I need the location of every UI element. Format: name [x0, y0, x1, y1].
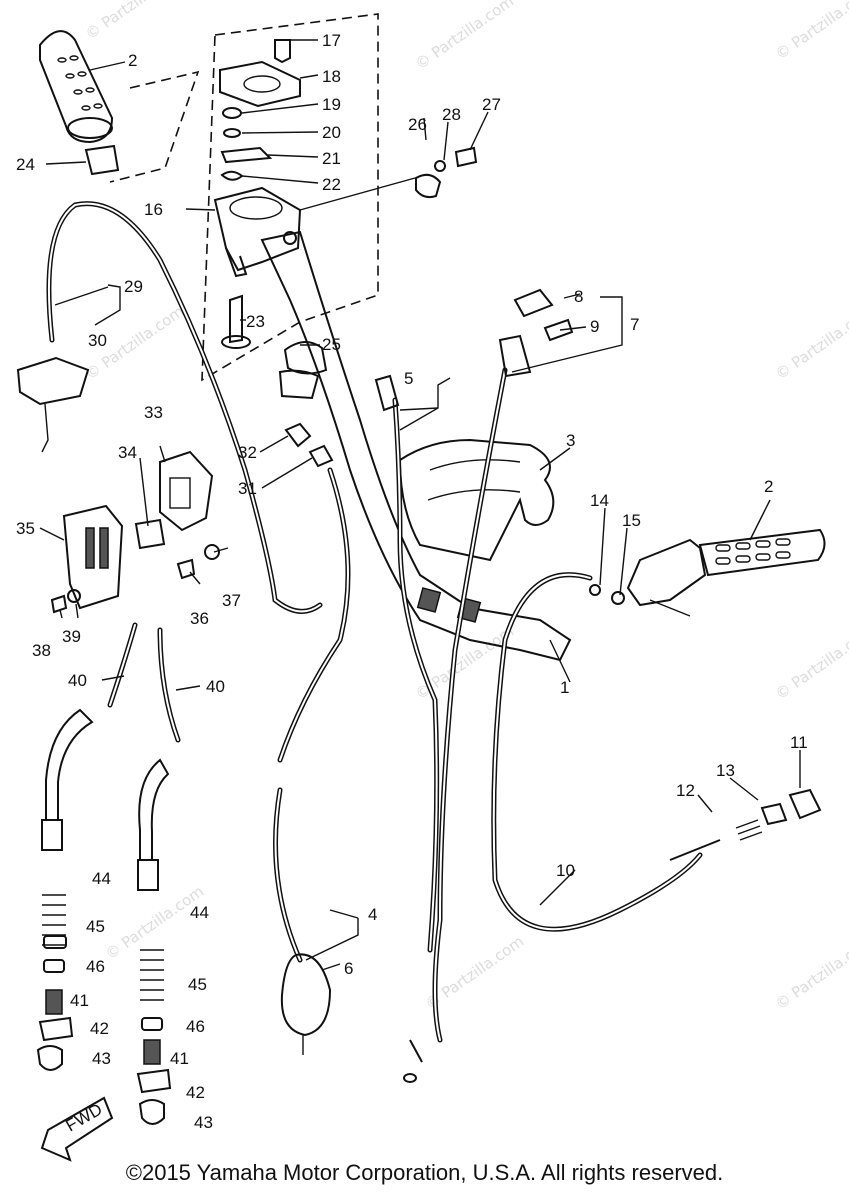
- callout-46: 46: [186, 1017, 205, 1036]
- watermark: © Partzilla.com: [412, 0, 517, 73]
- callout-3: 3: [566, 431, 575, 450]
- callout-6: 6: [344, 959, 353, 978]
- callout-39: 39: [62, 627, 81, 646]
- callout-2: 2: [764, 477, 773, 496]
- callout-10: 10: [556, 861, 575, 880]
- callout-13: 13: [716, 761, 735, 780]
- callout-37: 37: [222, 591, 241, 610]
- callout-labels: 1 2 2 3 4 5 6 7 8 9 10 11 12 13 14 15 16…: [16, 31, 808, 1132]
- callout-27: 27: [482, 95, 501, 114]
- callout-38: 38: [32, 641, 51, 660]
- watermark: © Partzilla.com: [772, 302, 849, 383]
- watermark: © Partzilla.com: [772, 0, 849, 63]
- callout-20: 20: [322, 123, 341, 142]
- lever-parts: [415, 146, 478, 199]
- callout-41: 41: [170, 1049, 189, 1068]
- callout-1: 1: [560, 678, 569, 697]
- callout-23: 23: [246, 312, 265, 331]
- watermark: © Partzilla.com: [772, 622, 849, 703]
- callout-41: 41: [70, 991, 89, 1010]
- callout-46: 46: [86, 957, 105, 976]
- callout-9: 9: [590, 317, 599, 336]
- callout-2: 2: [128, 51, 137, 70]
- callout-11: 11: [790, 733, 808, 752]
- callout-4: 4: [368, 905, 377, 924]
- callout-24: 24: [16, 155, 35, 174]
- callout-26: 26: [408, 115, 427, 134]
- callout-17: 17: [322, 31, 341, 50]
- callout-28: 28: [442, 105, 461, 124]
- callout-5: 5: [404, 369, 413, 388]
- watermark: © Partzilla.com: [772, 932, 849, 1013]
- cables: [46, 201, 703, 1043]
- callout-8: 8: [574, 287, 583, 306]
- callout-15: 15: [622, 511, 641, 530]
- callout-43: 43: [194, 1113, 213, 1132]
- callout-40: 40: [68, 671, 87, 690]
- leader-lines: [39, 39, 801, 971]
- callout-42: 42: [90, 1019, 109, 1038]
- callout-18: 18: [322, 67, 341, 86]
- throttle-housing: [213, 39, 302, 349]
- watermark: © Partzilla.com: [82, 0, 187, 43]
- callout-16: 16: [144, 200, 163, 219]
- callout-32: 32: [238, 443, 257, 462]
- callout-31: 31: [238, 479, 257, 498]
- callout-34: 34: [118, 443, 137, 462]
- right-grip: [589, 528, 826, 617]
- fwd-label: FWD: [63, 1100, 106, 1136]
- callout-30: 30: [88, 331, 107, 350]
- callout-29: 29: [124, 277, 143, 296]
- watermark-layer: © Partzilla.com © Partzilla.com © Partzi…: [82, 0, 849, 1013]
- callout-45: 45: [86, 917, 105, 936]
- collar: [84, 144, 120, 176]
- callout-12: 12: [676, 781, 695, 800]
- fwd-arrow-icon: FWD: [40, 1096, 114, 1162]
- cable-fittings: [16, 288, 574, 1083]
- left-grip: [39, 30, 114, 144]
- callout-44: 44: [190, 903, 209, 922]
- throttle-assembly-outline: [201, 13, 379, 382]
- adjuster-parts: [669, 788, 822, 861]
- callout-40: 40: [206, 677, 225, 696]
- callout-45: 45: [188, 975, 207, 994]
- callout-25: 25: [322, 335, 341, 354]
- callout-36: 36: [190, 609, 209, 628]
- switch-assembly: [50, 450, 220, 614]
- callout-7: 7: [630, 315, 639, 334]
- copyright-footer: ©2015 Yamaha Motor Corporation, U.S.A. A…: [125, 1160, 724, 1185]
- callout-22: 22: [322, 175, 341, 194]
- callout-19: 19: [322, 95, 341, 114]
- callout-43: 43: [92, 1049, 111, 1068]
- watermark: © Partzilla.com: [102, 882, 207, 963]
- callout-35: 35: [16, 519, 35, 538]
- callout-21: 21: [322, 149, 341, 168]
- callout-14: 14: [590, 491, 609, 510]
- handlebar-pad: [398, 438, 555, 562]
- handlebar: [260, 230, 572, 662]
- callout-42: 42: [186, 1083, 205, 1102]
- grip-assembly-outline: [109, 70, 200, 183]
- pipe-stack-left: [36, 708, 172, 1125]
- callout-44: 44: [92, 869, 111, 888]
- callout-33: 33: [144, 403, 163, 422]
